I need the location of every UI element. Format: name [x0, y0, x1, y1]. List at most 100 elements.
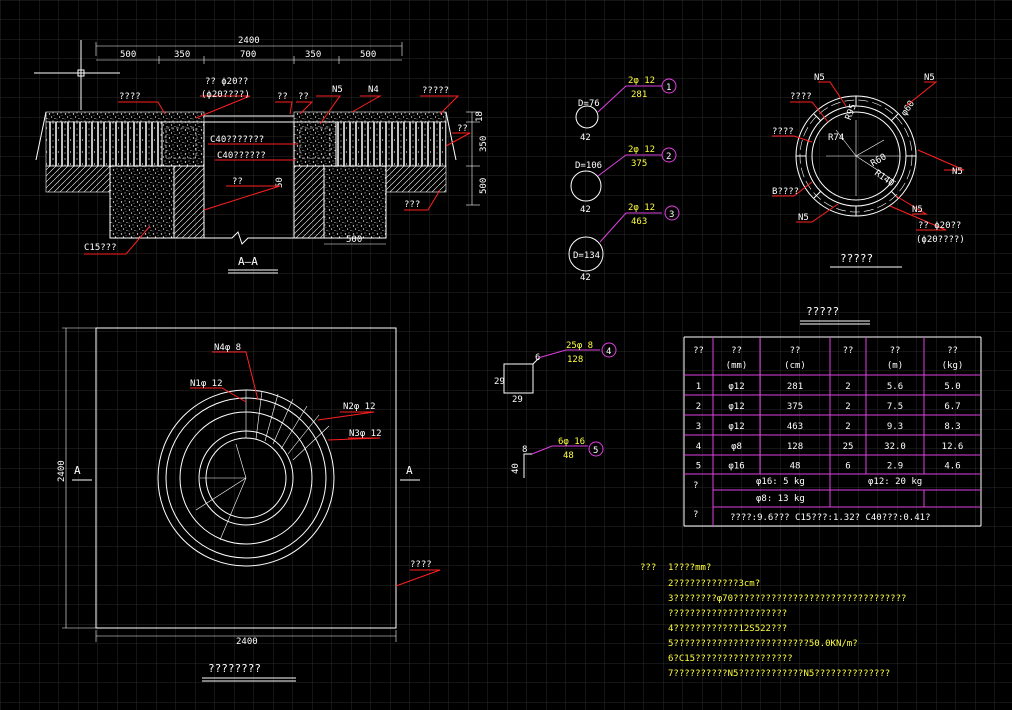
table-cell-1-3: 2: [845, 402, 850, 412]
bar-4-length: 128: [567, 355, 583, 365]
section-mark-left: A: [74, 464, 81, 477]
table-cell-2-3: 2: [845, 422, 850, 432]
section-mark-right: A: [406, 464, 413, 477]
plan-pave: ????: [410, 560, 432, 570]
plan-n2: N2φ 12: [343, 402, 376, 412]
plan-view: 2400 2400 A A: [57, 327, 441, 682]
note-6: 6?C15??????????????????: [668, 654, 793, 664]
bar-4-a: 6: [535, 353, 540, 363]
plan-n4: N4φ 8: [214, 343, 241, 353]
bar-5-b: 40: [511, 463, 521, 474]
table-cell-0-0: 1: [696, 382, 701, 392]
table-cell-0-5: 5.0: [944, 382, 960, 392]
table-header-unit-5: (kg): [942, 361, 964, 371]
bar-2-count: 2φ 12: [628, 145, 655, 155]
table-mat-label: ?: [693, 510, 698, 520]
plan-n1: N1φ 12: [190, 379, 223, 389]
notes: ??? 1????mm? 2????????????3cm? 3????????…: [640, 563, 906, 679]
table-cell-1-0: 2: [696, 402, 701, 412]
ring-n5-br: N5: [912, 205, 923, 215]
note-5: 5?????????????????????????50.0KN/m?: [668, 639, 858, 649]
table-cell-2-4: 9.3: [887, 422, 903, 432]
bar-1-num: 1: [666, 83, 671, 93]
bar-5-count: 6φ 16: [558, 437, 585, 447]
table-sum-a: φ16: 5 kg: [756, 477, 805, 487]
plan-bars: [245, 390, 330, 461]
table-cell-3-5: 12.6: [942, 442, 964, 452]
bar-5-length: 48: [563, 451, 574, 461]
table-cell-2-2: 463: [787, 422, 803, 432]
note-3b: ??????????????????????: [668, 609, 787, 619]
table-cell-0-2: 281: [787, 382, 803, 392]
bar-3-count: 2φ 12: [628, 203, 655, 213]
ring-bot-right-sub: (ϕ20????): [916, 235, 965, 245]
lbl-q2: ??: [298, 92, 309, 102]
ring-n5-tr: N5: [924, 73, 935, 83]
table-cell-2-5: 8.3: [944, 422, 960, 432]
dim-50: 50: [275, 177, 285, 188]
table-cell-4-1: φ16: [728, 462, 744, 472]
ring-left-bot: B????: [772, 187, 799, 197]
table-cell-4-2: 48: [790, 462, 801, 472]
bar-details: D=76 42 2φ 12 281 1 D=106 42 2φ 12 375 2…: [568, 76, 680, 283]
ring-d2: R74: [828, 133, 844, 143]
table-cell-4-4: 2.9: [887, 462, 903, 472]
dim-seg-4: 350: [305, 50, 321, 60]
table-cell-3-3: 25: [843, 442, 854, 452]
table-title: ?????: [806, 305, 839, 318]
bar-2: D=106 42 2φ 12 375 2: [570, 145, 677, 215]
table-cell-0-4: 5.6: [887, 382, 903, 392]
plan-title: ????????: [208, 662, 261, 675]
table-cell-1-4: 7.5: [887, 402, 903, 412]
lbl-ring-cover-sub: (ϕ20????): [201, 90, 250, 100]
section-view: 2400 500 350 700 350 500: [34, 36, 489, 274]
table-sum-label: ?: [693, 481, 698, 491]
table-cell-2-0: 3: [696, 422, 701, 432]
lbl-pave-left: ????: [119, 92, 141, 102]
ring-n5-r: N5: [952, 167, 963, 177]
bar-2-num: 2: [666, 152, 671, 162]
dim-350: 350: [479, 136, 489, 152]
dim-seg-5: 500: [360, 50, 376, 60]
dim-total: 2400: [238, 36, 260, 46]
bar-3-side: 42: [580, 273, 591, 283]
bar-2-length: 375: [631, 159, 647, 169]
table-header-0: ??: [693, 346, 704, 356]
table-header-5: ??: [947, 346, 958, 356]
lbl-mid: ??: [232, 177, 243, 187]
bar-1-side: 42: [580, 133, 591, 143]
ring-left-top: ????: [790, 92, 812, 102]
table-header-unit-2: (cm): [784, 361, 806, 371]
table-grid: [683, 336, 982, 527]
plan-dim-w: 2400: [236, 637, 258, 647]
bar-3-length: 463: [631, 217, 647, 227]
ring-n5-tl: N5: [814, 73, 825, 83]
table-cell-4-0: 5: [696, 462, 701, 472]
lbl-pave-right: ?????: [422, 86, 449, 96]
table-header-2: ??: [790, 346, 801, 356]
table-cell-4-5: 4.6: [944, 462, 960, 472]
table-cell-4-3: 6: [845, 462, 850, 472]
ring-left-mid: ????: [772, 127, 794, 137]
section-title: A—A: [238, 255, 258, 268]
dim-bottom-500: 500: [346, 235, 362, 245]
dim-500: 500: [479, 178, 489, 194]
dim-seg-3: 700: [240, 50, 256, 60]
bar-1: D=76 42 2φ 12 281 1: [575, 76, 677, 143]
bar-2-side: 42: [580, 205, 591, 215]
table-sum-c: φ8: 13 kg: [756, 494, 805, 504]
note-3: 3????????φ70????????????????????????????…: [668, 594, 906, 604]
table-mat-text: ????:9.6??? C15???:1.32? C40???:0.41?: [730, 513, 930, 523]
note-1: 1????mm?: [668, 563, 711, 573]
lbl-c15: C15???: [84, 243, 117, 253]
bar-5-a: 8: [522, 445, 527, 455]
bar-4-num: 4: [606, 347, 611, 357]
bar-1-diameter: D=76: [578, 99, 600, 109]
plan-n3: N3φ 12: [349, 429, 382, 439]
ring-bot-right: ?? ϕ20??: [918, 221, 961, 231]
notes-head: ???: [640, 563, 656, 573]
table-cell-0-1: φ12: [728, 382, 744, 392]
